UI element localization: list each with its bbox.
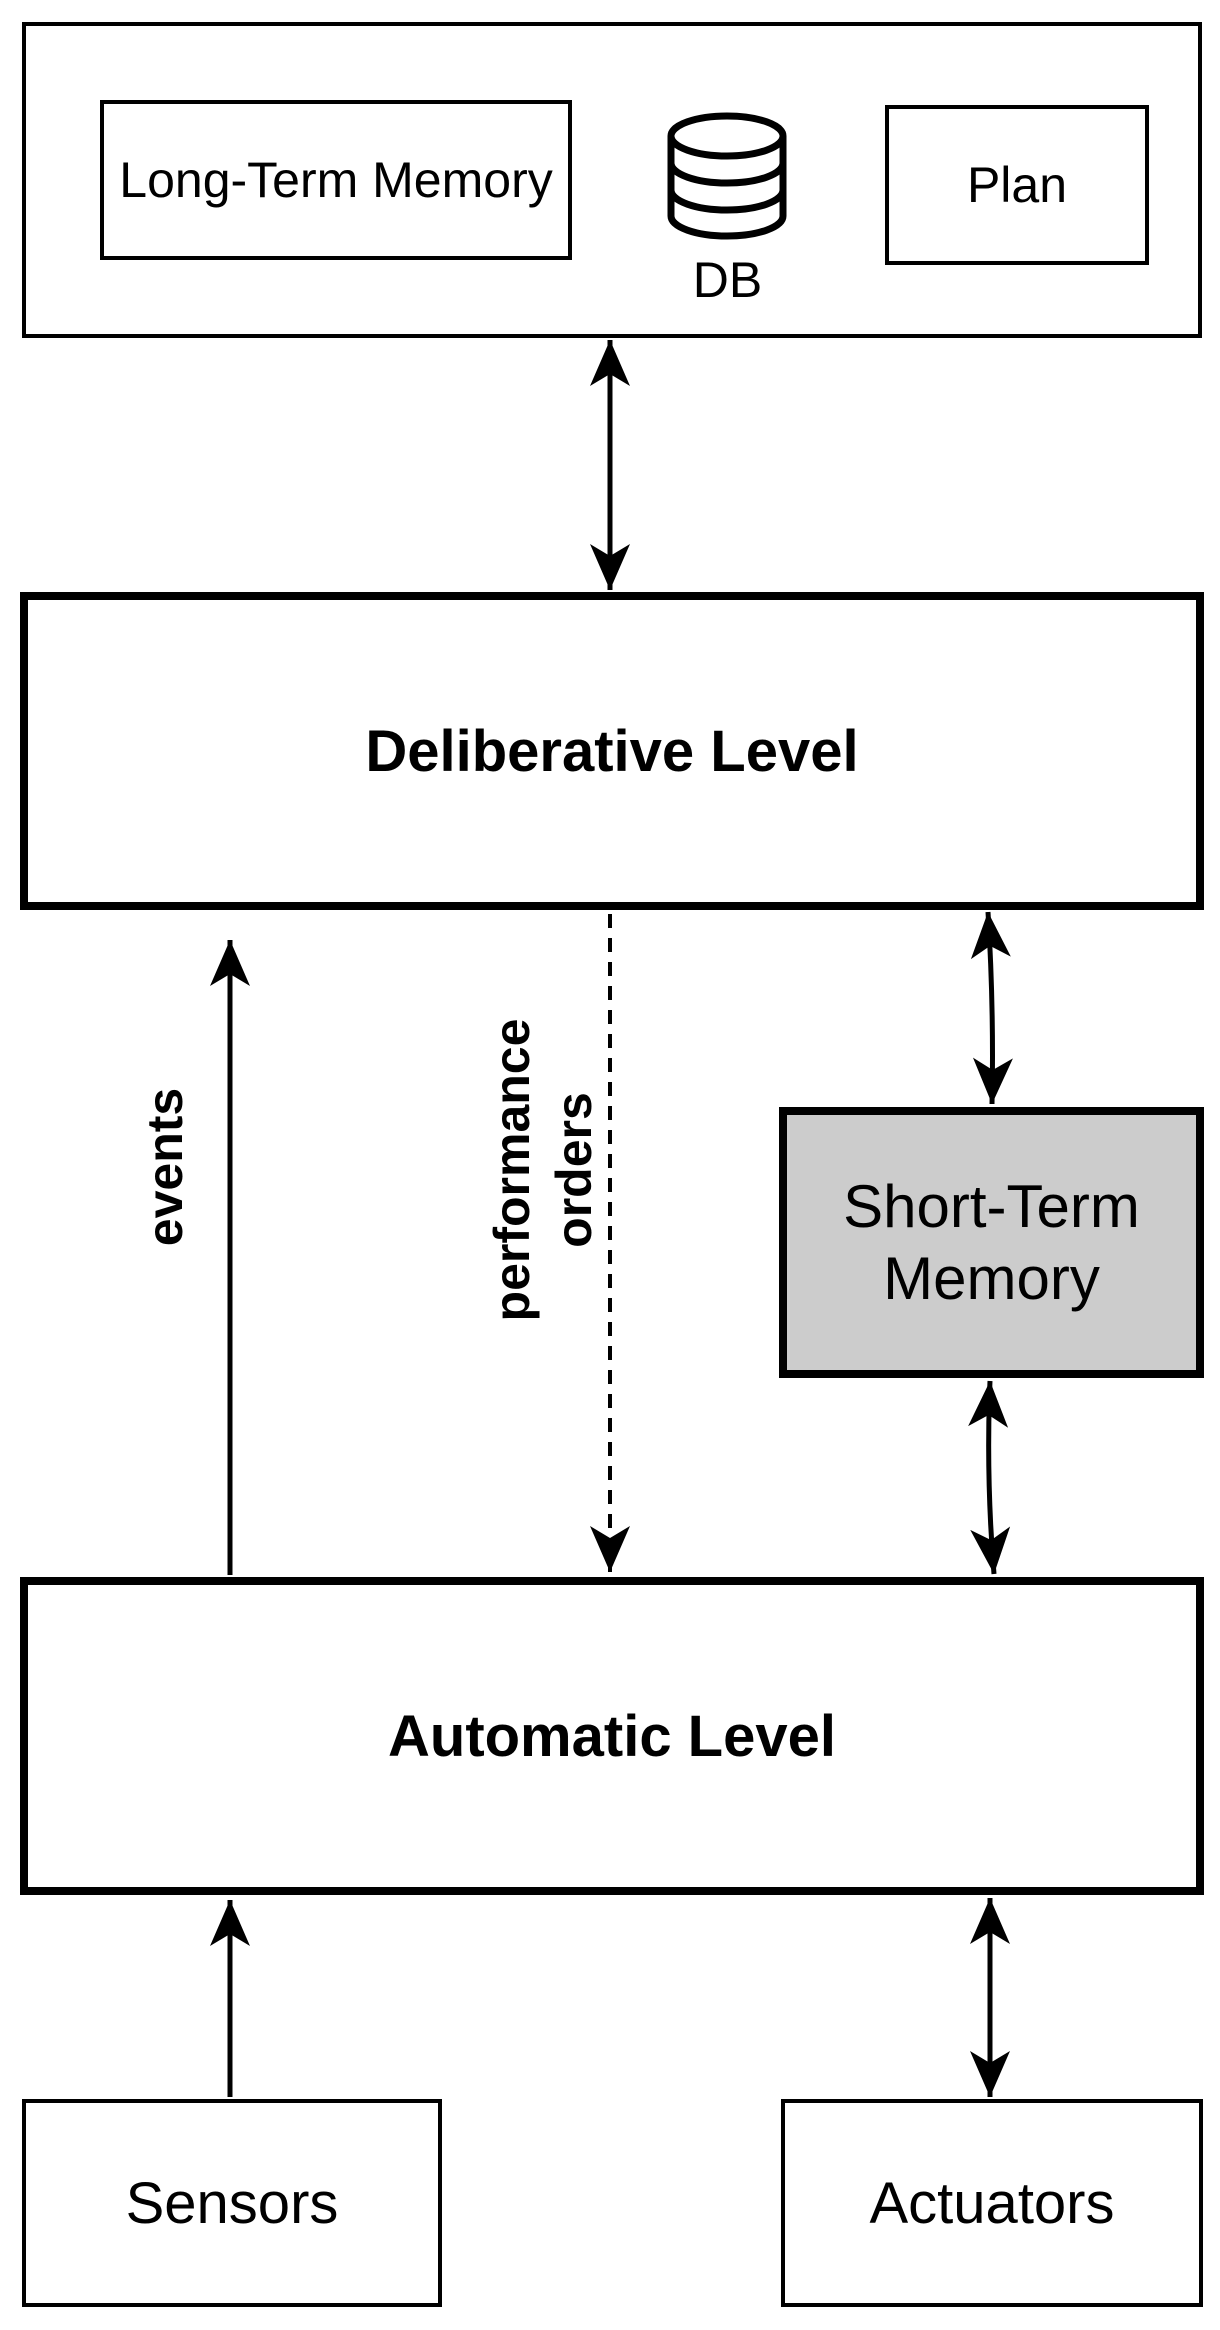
db-label: DB <box>692 252 763 308</box>
short-term-memory-label-line2: Memory <box>883 1244 1100 1312</box>
plan-node: Plan <box>885 105 1149 265</box>
performance-orders-edge-label: performance orders <box>481 1010 605 1330</box>
database-icon <box>665 108 790 243</box>
arrow-deliberative-stm <box>970 911 1013 1105</box>
actuators-label: Actuators <box>869 2170 1115 2236</box>
deliberative-level-label: Deliberative Level <box>365 718 859 784</box>
events-label-text: events <box>137 1087 193 1247</box>
short-term-memory-label-line1: Short-Term <box>843 1172 1140 1240</box>
events-edge-label: events <box>134 1047 196 1287</box>
long-term-memory-node: Long-Term Memory <box>100 100 572 260</box>
performance-label-line1: performance <box>484 1018 540 1322</box>
sensors-node: Sensors <box>22 2099 442 2307</box>
performance-label-line2: orders <box>546 1092 602 1248</box>
short-term-memory-node: Short-Term Memory <box>779 1107 1204 1378</box>
automatic-level-label: Automatic Level <box>388 1703 836 1769</box>
long-term-memory-label: Long-Term Memory <box>119 152 553 208</box>
plan-label: Plan <box>966 157 1068 213</box>
actuators-node: Actuators <box>781 2099 1203 2307</box>
sensors-label: Sensors <box>125 2170 339 2236</box>
deliberative-level-node: Deliberative Level <box>20 592 1204 910</box>
automatic-level-node: Automatic Level <box>20 1577 1204 1895</box>
arrow-stm-automatic <box>968 1380 1011 1575</box>
